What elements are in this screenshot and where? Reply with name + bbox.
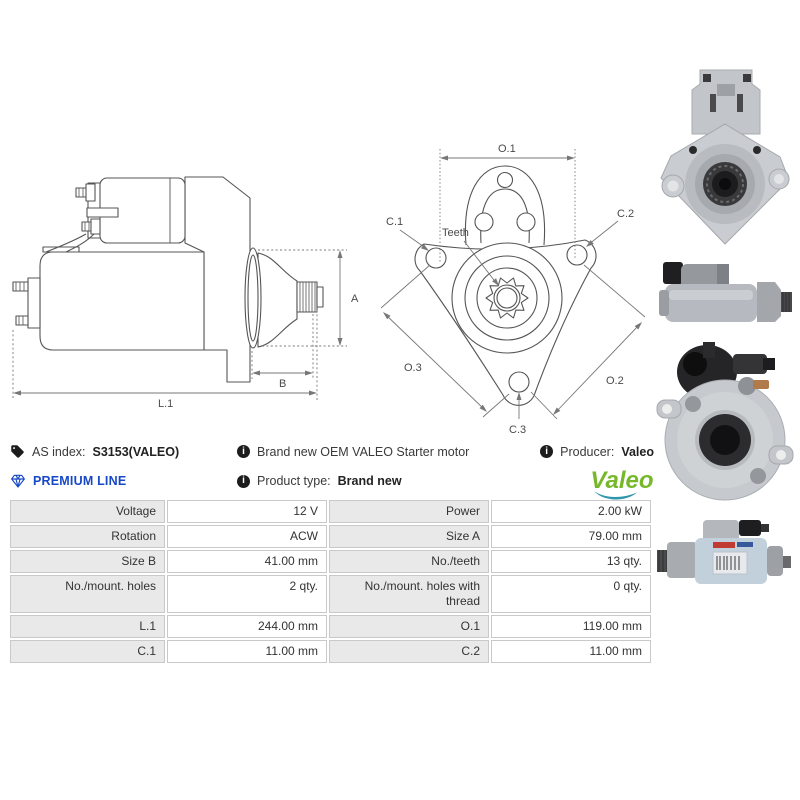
spec-label: Size A (329, 525, 489, 548)
spec-value: 41.00 mm (167, 550, 327, 573)
spec-label: C.2 (329, 640, 489, 663)
info-icon: i (237, 474, 250, 488)
table-row: Rotation ACW Size A 79.00 mm (10, 525, 651, 548)
spec-label: L.1 (10, 615, 165, 638)
producer-group: i Producer: Valeo (540, 445, 654, 459)
spec-label: Size B (10, 550, 165, 573)
product-type-value: Brand new (337, 474, 402, 488)
dimension-label-b: B (279, 378, 286, 390)
spec-label: Rotation (10, 525, 165, 548)
photo-side-view-small[interactable] (655, 252, 795, 336)
product-type-label: Product type: (257, 474, 331, 488)
tag-icon (11, 445, 24, 458)
spec-value: 0 qty. (491, 575, 651, 613)
product-description: Brand new OEM VALEO Starter motor (257, 444, 470, 459)
table-row: Voltage 12 V Power 2.00 kW (10, 500, 651, 523)
spec-value: 11.00 mm (167, 640, 327, 663)
spec-value: 11.00 mm (491, 640, 651, 663)
as-index-group: AS index: S3153(VALEO) (10, 444, 237, 459)
spec-value: 119.00 mm (491, 615, 651, 638)
dimension-label-a: A (351, 293, 359, 305)
spec-label: O.1 (329, 615, 489, 638)
info-icon: i (237, 445, 250, 458)
spec-value: 79.00 mm (491, 525, 651, 548)
starter-side-labeled-photo (657, 520, 791, 584)
spec-value: 12 V (167, 500, 327, 523)
product-type-group: i Product type: Brand new (237, 474, 654, 488)
starter-side-view-photo (659, 262, 792, 322)
product-description-group: i Brand new OEM VALEO Starter motor (237, 445, 540, 459)
photo-side-view-large[interactable] (655, 512, 795, 602)
spec-value: 2.00 kW (491, 500, 651, 523)
producer-label: Producer: (560, 444, 615, 459)
table-row: No./mount. holes 2 qty. No./mount. holes… (10, 575, 651, 613)
spec-label: Power (329, 500, 489, 523)
as-index-value: S3153(VALEO) (92, 444, 180, 459)
premium-diamond-icon (11, 474, 25, 488)
as-index-label: AS index: (32, 444, 86, 459)
valeo-logo-text: Valeo (590, 467, 653, 494)
spec-label: No./mount. holes (10, 575, 165, 613)
premium-line-badge: PREMIUM LINE (33, 474, 127, 488)
spec-value: 13 qty. (491, 550, 651, 573)
front-view-technical-drawing: O.1 O.3 O.2 C.1 C.2 C.3 Teeth (380, 143, 646, 436)
hole-label-c2: C.2 (617, 208, 634, 220)
table-row: Size B 41.00 mm No./teeth 13 qty. (10, 550, 651, 573)
teeth-label: Teeth (442, 227, 469, 239)
table-row: L.1 244.00 mm O.1 119.00 mm (10, 615, 651, 638)
spec-label: Voltage (10, 500, 165, 523)
valeo-logo-swoosh (594, 491, 637, 500)
table-row: C.1 11.00 mm C.2 11.00 mm (10, 640, 651, 663)
photo-rear-view[interactable] (655, 338, 795, 510)
starter-front-flange-photo (660, 69, 790, 245)
spec-value: 244.00 mm (167, 615, 327, 638)
spec-table: Voltage 12 V Power 2.00 kW Rotation ACW … (8, 498, 653, 665)
spec-label: No./mount. holes with thread (329, 575, 489, 613)
side-view-technical-drawing: A B L.1 (12, 176, 359, 410)
photo-front-view[interactable] (655, 62, 795, 254)
spec-value: ACW (167, 525, 327, 548)
producer-value: Valeo (621, 444, 654, 459)
spec-value: 2 qty. (167, 575, 327, 613)
product-header-row-1: AS index: S3153(VALEO) i Brand new OEM V… (10, 444, 654, 459)
spec-label: No./teeth (329, 550, 489, 573)
product-header-row-2: PREMIUM LINE i Product type: Brand new (10, 473, 654, 489)
valeo-brand-logo: Valeo (590, 467, 654, 500)
starter-rear-solenoid-photo (656, 342, 794, 501)
dimension-label-l1: L.1 (158, 398, 173, 410)
dimension-label-o1: O.1 (498, 143, 516, 155)
info-icon: i (540, 445, 554, 458)
spec-label: C.1 (10, 640, 165, 663)
premium-line-group: PREMIUM LINE (10, 473, 237, 489)
dimension-label-o3: O.3 (404, 362, 422, 374)
dimension-label-o2: O.2 (606, 375, 624, 387)
hole-label-c1: C.1 (386, 216, 403, 228)
hole-label-c3: C.3 (509, 424, 526, 436)
